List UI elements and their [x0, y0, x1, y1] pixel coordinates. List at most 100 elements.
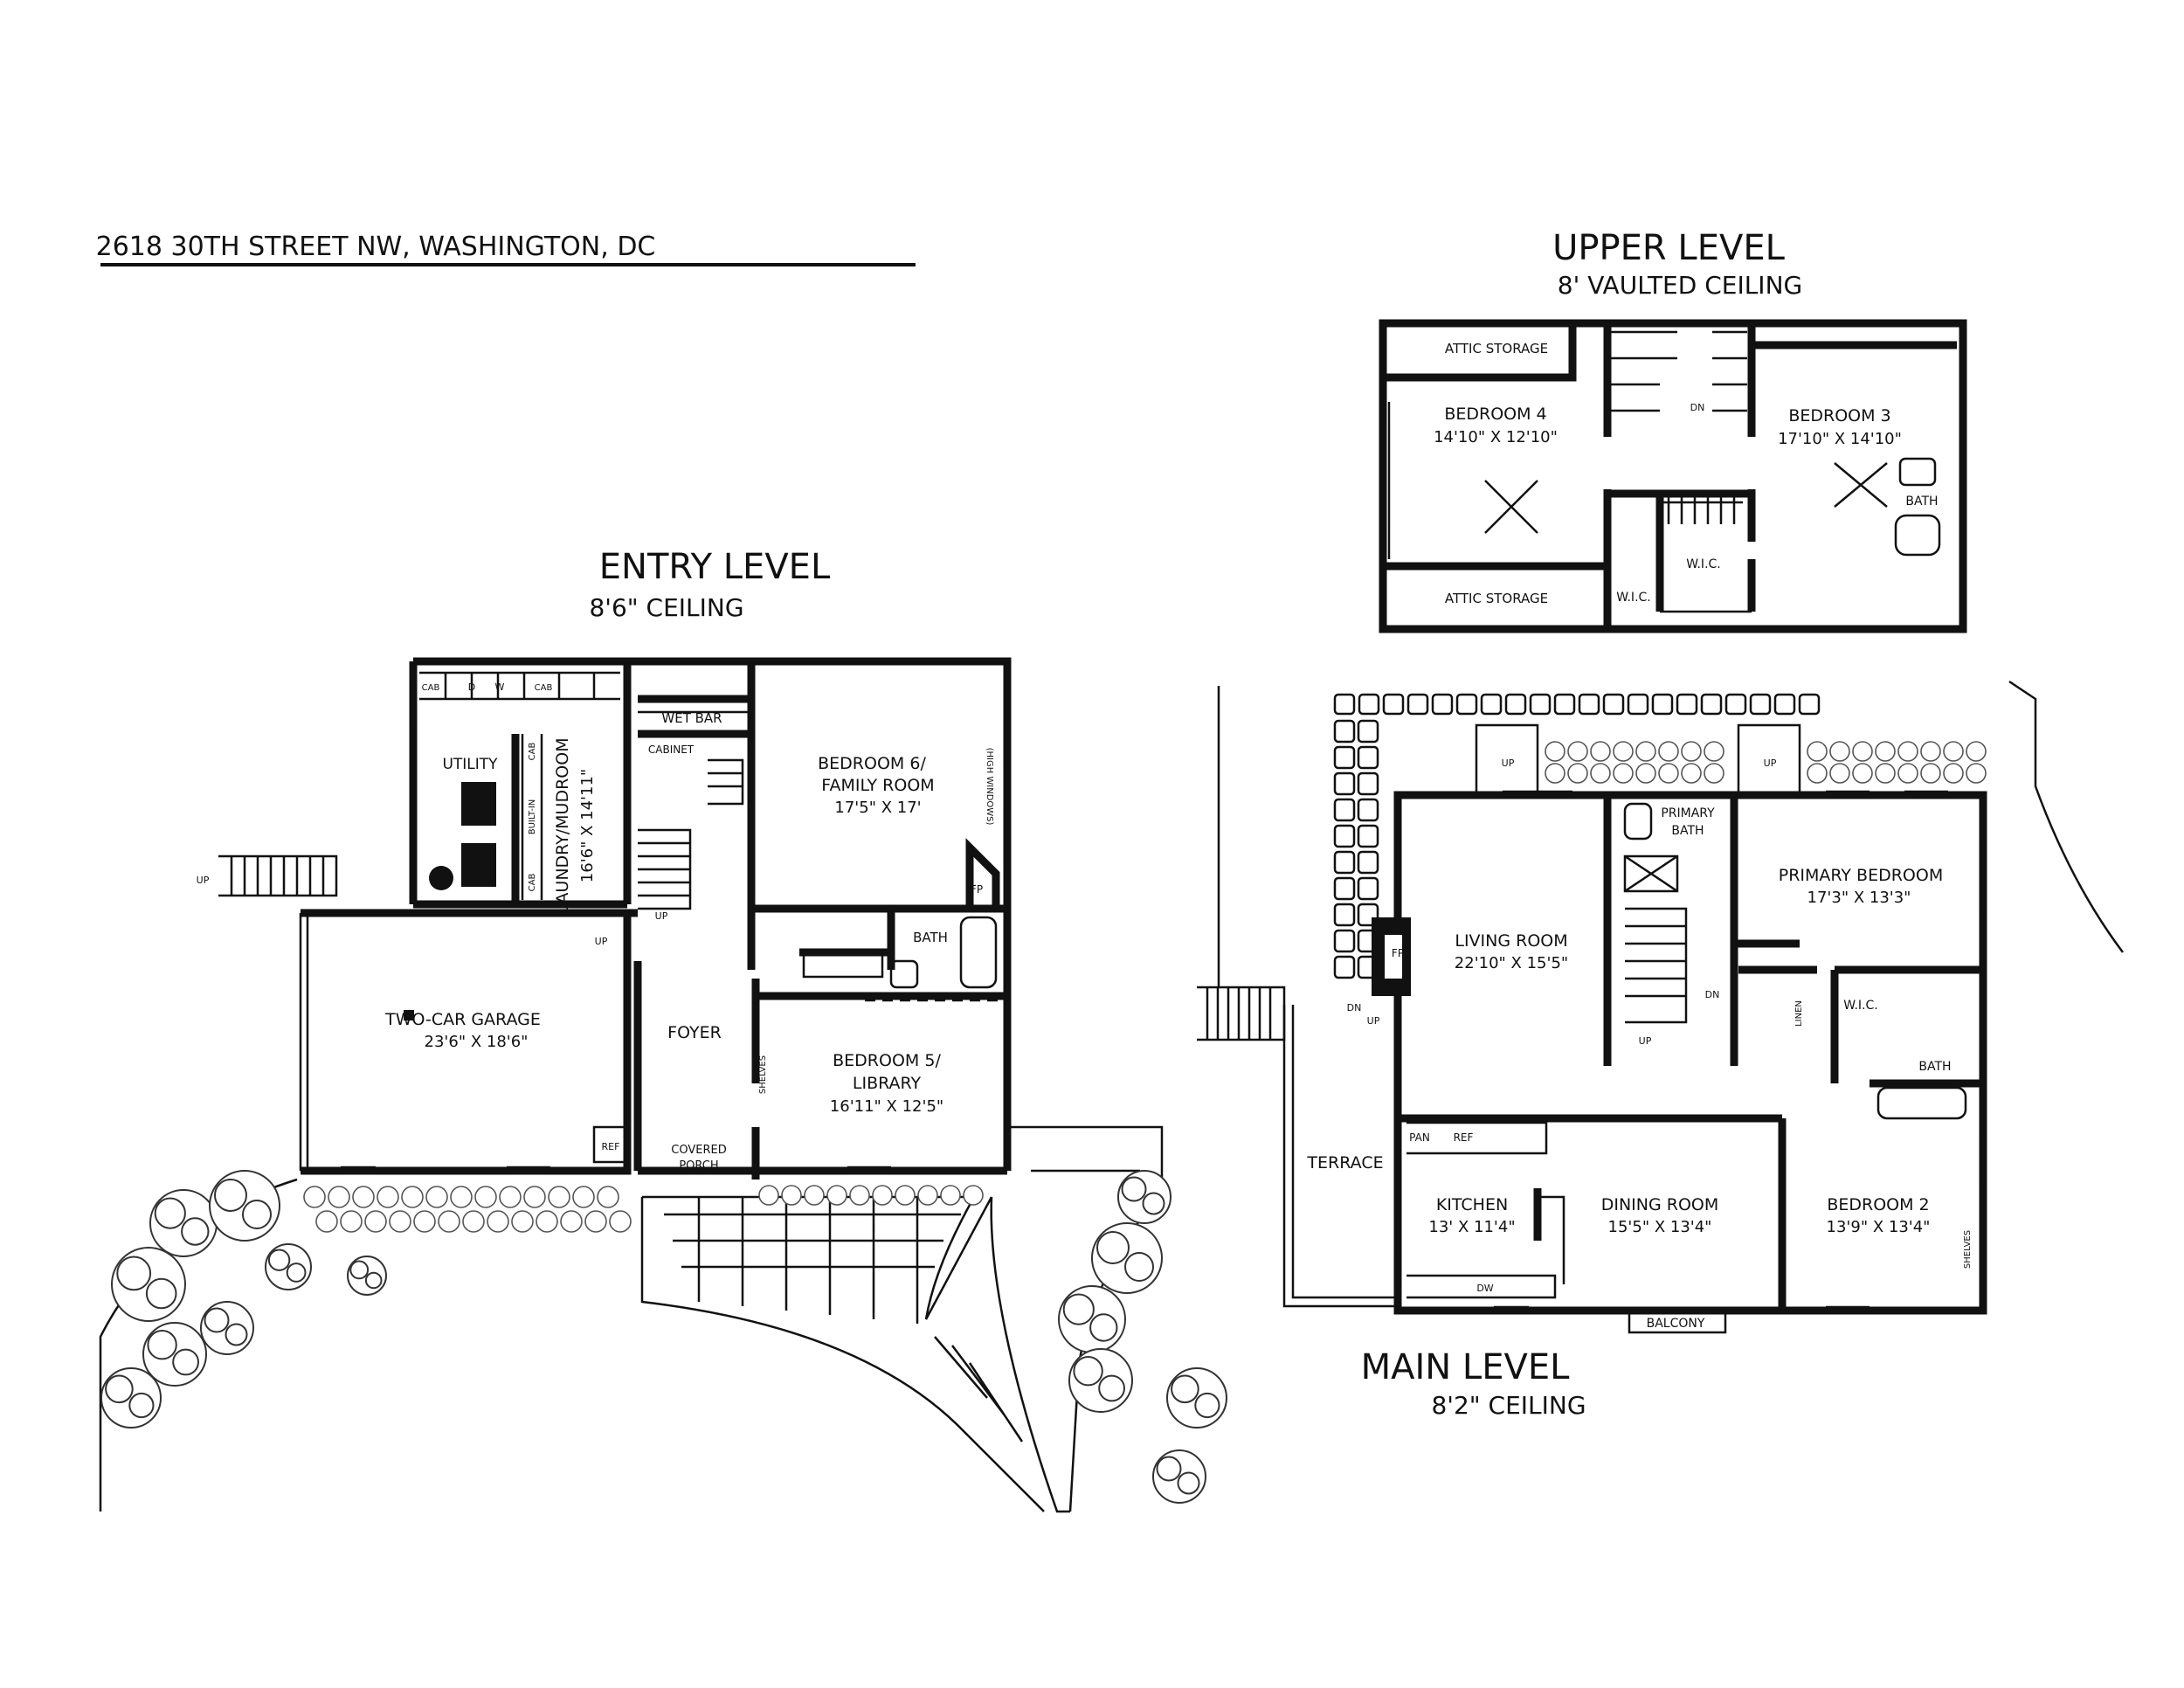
- shrub-icon: [474, 1186, 497, 1208]
- entry-garage-name: TWO-CAR GARAGE: [384, 1010, 541, 1029]
- shrub-icon: [940, 1185, 961, 1206]
- main-primary-bedroom-name: PRIMARY BEDROOM: [1779, 866, 1943, 885]
- shrub-icon: [1829, 763, 1850, 784]
- shrub-icon: [352, 1186, 375, 1208]
- entry-cab-4: CAB: [528, 874, 537, 892]
- paver: [1431, 693, 1454, 716]
- shrub-icon: [328, 1186, 350, 1208]
- shrub-icon: [389, 1210, 411, 1233]
- main-up-4: UP: [1639, 1035, 1652, 1047]
- tree-icon: [1171, 1374, 1199, 1404]
- tree-icon: [172, 1348, 200, 1376]
- entry-up-1: UP: [197, 875, 210, 886]
- shrub-icon: [1875, 741, 1896, 762]
- paver: [1333, 798, 1356, 822]
- shrub-icon: [1681, 763, 1702, 784]
- main-ref: REF: [1454, 1131, 1474, 1144]
- entry-foyer: FOYER: [667, 1023, 722, 1042]
- entry-cab-3: CAB: [528, 743, 537, 761]
- shrub-icon: [1852, 741, 1873, 762]
- shrub-icon: [597, 1186, 619, 1208]
- entry-bedroom5-dims: 16'11" X 12'5": [830, 1097, 943, 1116]
- paver: [1773, 693, 1796, 716]
- upper-bath: BATH: [1905, 495, 1938, 508]
- tree-icon: [105, 1374, 134, 1404]
- upper-bedroom3-dims: 17'10" X 14'10": [1778, 430, 1902, 448]
- main-living-dims: 22'10" X 15'5": [1455, 954, 1568, 972]
- entry-cabinet: CABINET: [648, 744, 695, 756]
- upper-attic-storage-top: ATTIC STORAGE: [1445, 341, 1548, 356]
- paver: [1333, 955, 1356, 979]
- shrub-icon: [872, 1185, 893, 1206]
- main-terrace: TERRACE: [1306, 1153, 1383, 1173]
- shrub-icon: [1966, 741, 1987, 762]
- paver: [1480, 693, 1503, 716]
- shrub-icon: [1681, 741, 1702, 762]
- paver: [1529, 693, 1552, 716]
- entry-porch-line1: COVERED: [671, 1144, 726, 1157]
- shrub-icon: [523, 1186, 546, 1208]
- paver: [1504, 693, 1527, 716]
- shrub-icon: [826, 1185, 847, 1206]
- shrub-icon: [1829, 741, 1850, 762]
- upper-bedroom3-name: BEDROOM 3: [1788, 406, 1890, 425]
- main-level: MAIN LEVEL 8'2" CEILING: [1197, 680, 2125, 1420]
- shrub-icon: [609, 1210, 632, 1233]
- paver: [1333, 850, 1356, 875]
- upper-wic-right: W.I.C.: [1686, 557, 1721, 571]
- shrub-icon: [1590, 763, 1611, 784]
- shrub-icon: [1897, 763, 1918, 784]
- tree-icon: [116, 1256, 152, 1291]
- upper-level-ceiling: 8' VAULTED CEILING: [1558, 271, 1802, 300]
- paver: [1333, 719, 1356, 744]
- entry-cab-2: CAB: [535, 683, 553, 693]
- paver: [1333, 903, 1356, 927]
- tree-icon: [1062, 1293, 1095, 1325]
- paver: [1798, 693, 1821, 716]
- paver: [1749, 693, 1772, 716]
- tree-icon: [128, 1392, 155, 1419]
- entry-laundry-name: LAUNDRY/MUDROOM: [553, 737, 572, 913]
- tree-icon: [147, 1330, 177, 1360]
- shrub-icon: [425, 1186, 448, 1208]
- tree-icon: [1142, 1192, 1165, 1215]
- entry-w: W: [495, 681, 505, 693]
- shrub-icon: [1635, 741, 1656, 762]
- shrub-icon: [1920, 741, 1941, 762]
- tree-icon: [154, 1197, 186, 1229]
- tree-icon: [1098, 1374, 1125, 1402]
- shrub-icon: [781, 1185, 802, 1206]
- upper-wic-left: W.I.C.: [1616, 591, 1651, 605]
- main-primary-bath-line1: PRIMARY: [1661, 806, 1715, 820]
- paver: [1333, 745, 1356, 770]
- tree-icon: [1124, 1252, 1154, 1282]
- main-dining-dims: 15'5" X 13'4": [1608, 1218, 1712, 1236]
- entry-walls: [218, 657, 1012, 1180]
- tree-group: [100, 1170, 1227, 1504]
- tree-icon: [364, 1271, 383, 1290]
- entry-bedroom5-line1: BEDROOM 5/: [833, 1051, 941, 1070]
- main-shelves: SHELVES: [1963, 1230, 1973, 1269]
- tree-icon: [145, 1277, 177, 1310]
- entry-level: ENTRY LEVEL 8'6" CEILING: [197, 547, 1012, 1180]
- tree-icon: [1177, 1471, 1200, 1495]
- shrub-icon: [1613, 763, 1634, 784]
- shrub-icon: [1635, 763, 1656, 784]
- paver: [1357, 798, 1379, 822]
- shrub-icon: [1704, 763, 1724, 784]
- upper-attic-storage-bottom: ATTIC STORAGE: [1445, 591, 1548, 606]
- shrub-icon: [1613, 741, 1634, 762]
- main-dn-1: DN: [1347, 1002, 1362, 1013]
- entry-bedroom6-line2: FAMILY ROOM: [821, 776, 934, 795]
- entry-garage-dims: 23'6" X 18'6": [425, 1033, 529, 1051]
- paver: [1700, 693, 1723, 716]
- main-dw: DW: [1476, 1283, 1493, 1294]
- shrub-icon: [1567, 763, 1588, 784]
- tree-icon: [1194, 1392, 1220, 1419]
- entry-cab-1: CAB: [422, 683, 440, 693]
- paver: [1553, 693, 1576, 716]
- entry-porch-line2: PORCH: [679, 1159, 718, 1173]
- paver: [1627, 693, 1649, 716]
- shrub-icon: [895, 1185, 916, 1206]
- shrub-icon: [849, 1185, 870, 1206]
